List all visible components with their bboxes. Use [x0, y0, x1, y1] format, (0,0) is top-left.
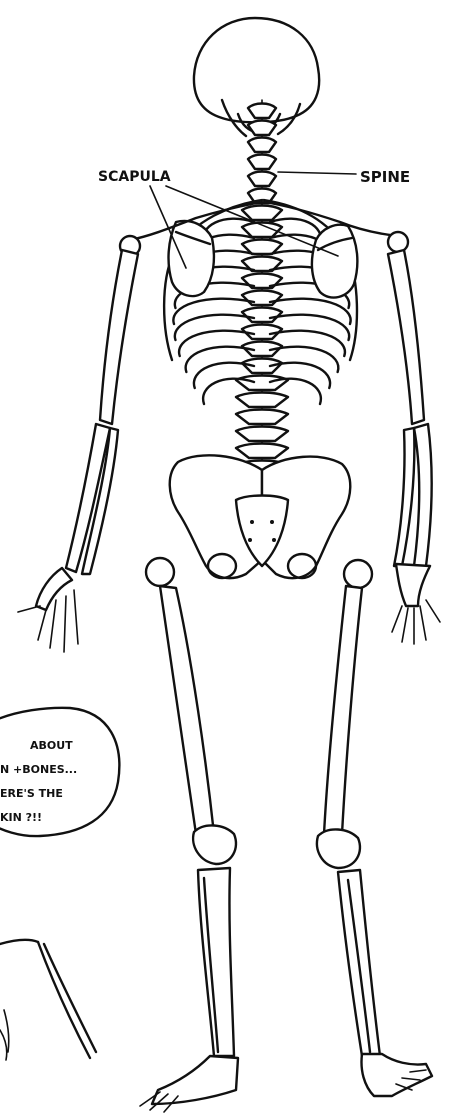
- left-arm: [18, 250, 138, 652]
- left-foot: [140, 1056, 238, 1112]
- right-arm: [388, 250, 440, 644]
- scapula-label: SCAPULA: [98, 169, 171, 185]
- left-leg: [140, 558, 238, 1112]
- vertebra: [248, 138, 276, 153]
- vertebra: [248, 155, 276, 170]
- right-foot: [362, 1054, 433, 1096]
- vertebra: [236, 376, 288, 391]
- vertebra: [242, 206, 282, 221]
- vertebra: [236, 393, 288, 408]
- spine-label-group: SPINE: [278, 168, 410, 186]
- vertebra: [248, 121, 276, 136]
- pelvis: [170, 455, 351, 578]
- vertebra: [242, 359, 282, 374]
- vertebra: [236, 427, 288, 442]
- vertebra: [248, 172, 276, 187]
- rib: [186, 347, 254, 372]
- vertebra: [242, 291, 282, 306]
- spine-label: SPINE: [360, 168, 410, 186]
- vertebra: [236, 444, 288, 459]
- rib: [175, 315, 254, 340]
- rib: [270, 315, 349, 340]
- right-scapula: [312, 225, 357, 298]
- partial-figure: [0, 940, 96, 1060]
- speech-bubble: ABOUT N +BONES... ERE'S THE KIN ?!!: [0, 708, 119, 836]
- rib: [179, 331, 254, 356]
- bubble-line-1: ABOUT: [30, 739, 73, 752]
- vertebra: [248, 104, 276, 119]
- right-hand: [392, 564, 440, 644]
- left-scapula: [169, 221, 214, 296]
- rib: [270, 331, 345, 356]
- bubble-line-2: N +BONES...: [0, 763, 77, 776]
- vertebra: [236, 410, 288, 425]
- bubble-line-4: KIN ?!!: [0, 811, 42, 824]
- rib: [270, 347, 338, 372]
- left-hand: [18, 568, 78, 652]
- bubble-line-3: ERE'S THE: [0, 787, 63, 800]
- vertebra: [242, 308, 282, 323]
